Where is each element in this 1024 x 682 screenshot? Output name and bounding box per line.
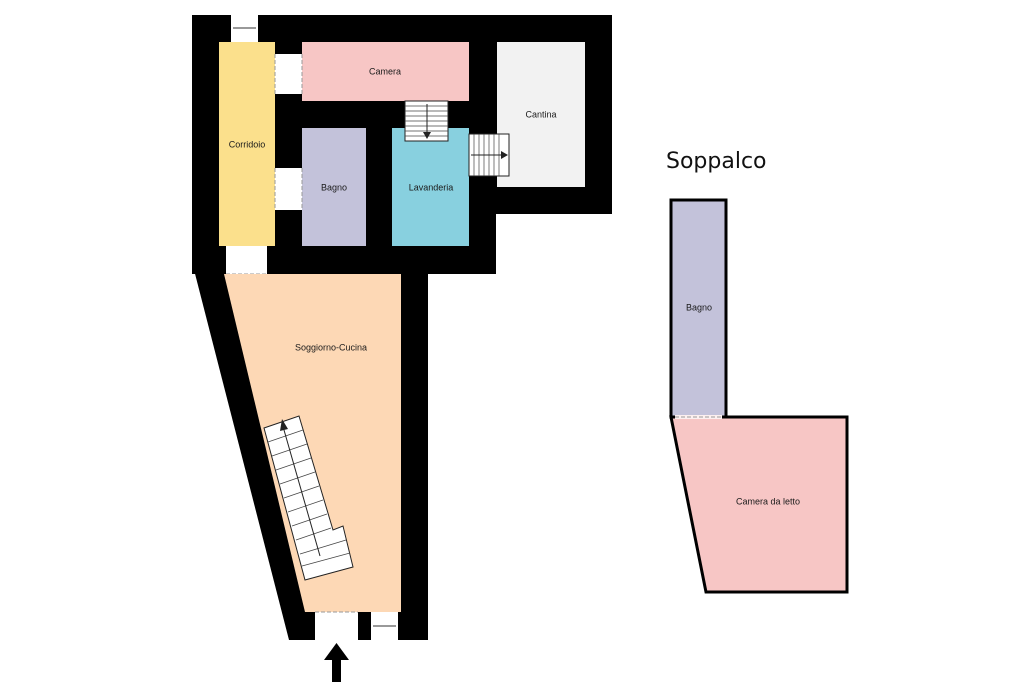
- doorway-bagno: [275, 168, 302, 210]
- mezzanine-title: Soppalco: [666, 149, 767, 174]
- entrance-door: [315, 612, 358, 640]
- stair-to-soppalco: [263, 415, 354, 581]
- room-soggiorno: [224, 274, 401, 612]
- doorway-camera: [275, 54, 302, 94]
- room-corridoio-label: Corridoio: [229, 139, 266, 149]
- room-camera: [302, 42, 469, 101]
- mezzanine: Soppalco Bagno Camera da letto: [666, 149, 849, 594]
- doorway-soggiorno: [226, 246, 267, 274]
- room-bagno: [302, 128, 366, 246]
- room-cantina: [497, 42, 585, 187]
- room-bagno-label: Bagno: [321, 182, 347, 192]
- room-soggiorno-label: Soggiorno-Cucina: [295, 342, 367, 352]
- room-lavanderia-label: Lavanderia: [409, 182, 454, 192]
- room-bagno-soppalco: [669, 198, 728, 419]
- room-cantina-label: Cantina: [525, 109, 556, 119]
- stair-down-lavanderia: [404, 100, 449, 142]
- room-camera-letto-label: Camera da letto: [736, 496, 800, 506]
- room-camera-letto: [669, 415, 849, 594]
- entrance-arrow-icon: [324, 643, 349, 682]
- stair-to-cantina: [468, 133, 510, 177]
- room-lavanderia: [392, 128, 469, 246]
- room-camera-label: Camera: [369, 66, 401, 76]
- room-bagno-soppalco-label: Bagno: [686, 302, 712, 312]
- ground-floor: Corridoio Camera Cantina Bagno Lavanderi…: [192, 15, 612, 682]
- room-corridoio: [219, 42, 275, 246]
